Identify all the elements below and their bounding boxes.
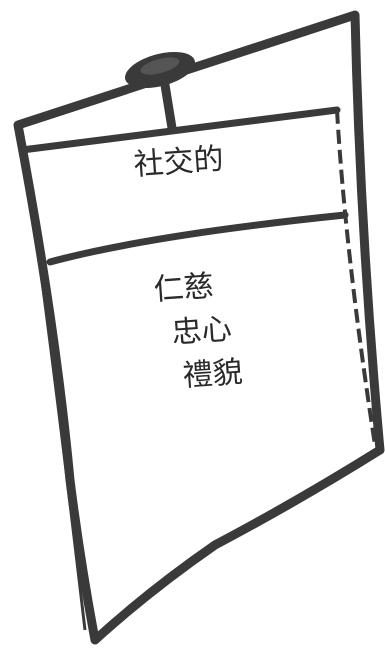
card-item-2: 忠心 [170,311,233,351]
card-header-text: 社交的 [132,141,225,183]
header-divider [46,211,349,266]
header-top-line [18,106,341,154]
inner-right-border [335,109,377,446]
card-item-3: 禮貌 [181,354,244,394]
pushpin-icon [124,51,196,133]
card-item-1: 仁慈 [152,268,215,308]
card-frame [13,10,385,645]
inner-left-border [22,149,87,631]
